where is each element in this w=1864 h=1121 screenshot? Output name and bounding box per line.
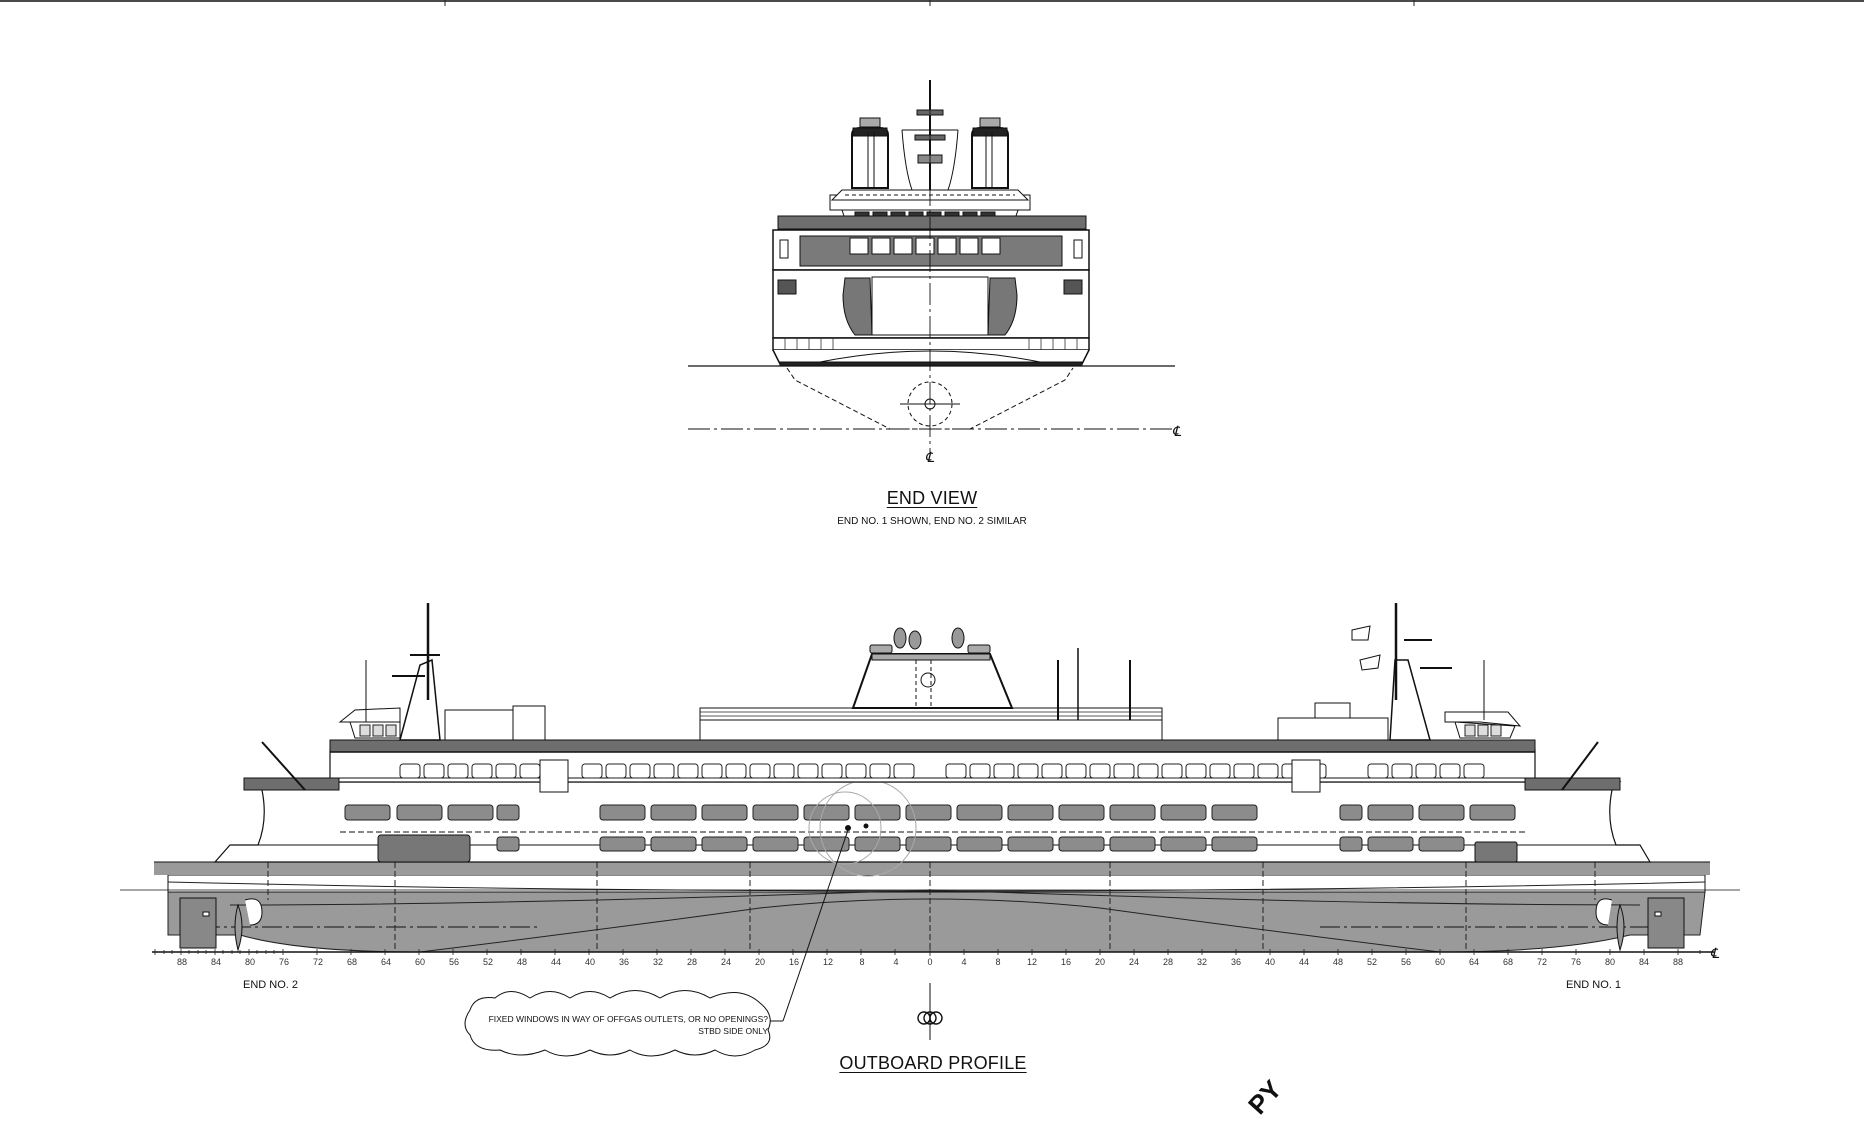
- exhaust-stack-left: [851, 117, 889, 189]
- frame-label: 20: [1094, 957, 1106, 967]
- frame-label: 80: [244, 957, 256, 967]
- end-view-centerline-symbol: ℄: [925, 450, 935, 466]
- frame-label: 76: [1570, 957, 1582, 967]
- frame-label: 60: [414, 957, 426, 967]
- frame-label: 4: [893, 957, 899, 967]
- rudder-propeller-end-2: [179, 897, 263, 952]
- outboard-profile-title: OUTBOARD PROFILE: [839, 1053, 1027, 1073]
- rudder-propeller-end-1: [1595, 897, 1685, 952]
- drawing-sheet: ℄ ℄: [0, 0, 1864, 1057]
- frame-label: 64: [1468, 957, 1480, 967]
- end-view-baseline-symbol: ℄: [1172, 424, 1182, 440]
- outboard-profile-drawing: [120, 603, 1740, 1057]
- frame-label: 88: [176, 957, 188, 967]
- frame-label: 36: [618, 957, 630, 967]
- frame-label: 88: [1672, 957, 1684, 967]
- frame-label: 44: [1298, 957, 1310, 967]
- frame-label: 68: [1502, 957, 1514, 967]
- frame-label: 12: [822, 957, 834, 967]
- frame-label: 72: [312, 957, 324, 967]
- end-view-subtitle: END NO. 1 SHOWN, END NO. 2 SIMILAR: [837, 516, 1027, 527]
- frame-label: 48: [1332, 957, 1344, 967]
- frame-label: 40: [584, 957, 596, 967]
- callout-text: FIXED WINDOWS IN WAY OF OFFGAS OUTLETS, …: [472, 1013, 768, 1037]
- frame-label: 80: [1604, 957, 1616, 967]
- frame-label: 52: [482, 957, 494, 967]
- frame-label: 40: [1264, 957, 1276, 967]
- frame-label: 36: [1230, 957, 1242, 967]
- wheelhouse-end-1: [1277, 603, 1522, 741]
- frame-label: 32: [1196, 957, 1208, 967]
- frame-label: 28: [1162, 957, 1174, 967]
- frame-label: 76: [278, 957, 290, 967]
- revision-cloud: [464, 990, 771, 1057]
- end-no-1-label: END NO. 1: [1566, 979, 1622, 991]
- end-no-2-label: END NO. 2: [243, 979, 299, 991]
- frame-label: 0: [927, 957, 933, 967]
- midship-symbol: [917, 1011, 943, 1025]
- window-row-passenger-deck: [399, 763, 1485, 779]
- frame-label: 16: [788, 957, 800, 967]
- frame-label: 8: [859, 957, 865, 967]
- funnel: [851, 653, 1014, 709]
- frame-label: 56: [1400, 957, 1412, 967]
- frame-label: 56: [448, 957, 460, 967]
- frame-label: 24: [1128, 957, 1140, 967]
- sheet-border: [0, 0, 1864, 6]
- hull-body: [167, 891, 1706, 953]
- window-row-car-deck: [496, 836, 1465, 852]
- frame-label: 64: [380, 957, 392, 967]
- frame-label: 84: [210, 957, 222, 967]
- end-view-title: END VIEW: [886, 488, 978, 508]
- window-row-tween-deck: [344, 804, 1516, 821]
- frame-label: 16: [1060, 957, 1072, 967]
- wheelhouse-end-2: [338, 603, 546, 741]
- frame-label: 4: [961, 957, 967, 967]
- frame-label: 12: [1026, 957, 1038, 967]
- frame-label: 72: [1536, 957, 1548, 967]
- frame-label: 20: [754, 957, 766, 967]
- exhaust-stack-right: [971, 117, 1009, 189]
- frame-label: 44: [550, 957, 562, 967]
- frame-label: 8: [995, 957, 1001, 967]
- frame-label: 52: [1366, 957, 1378, 967]
- profile-baseline-symbol: ℄: [1710, 946, 1720, 962]
- end-view-drawing: [688, 80, 1175, 455]
- frame-label: 28: [686, 957, 698, 967]
- callout-line-1: FIXED WINDOWS IN WAY OF OFFGAS OUTLETS, …: [488, 1014, 768, 1024]
- frame-label: 48: [516, 957, 528, 967]
- frame-label: 24: [720, 957, 732, 967]
- frame-label: 32: [652, 957, 664, 967]
- frame-label: 60: [1434, 957, 1446, 967]
- callout-line-2: STBD SIDE ONLY: [698, 1026, 768, 1036]
- frame-label: 68: [346, 957, 358, 967]
- frame-ticks: [154, 948, 1701, 956]
- frame-label: 84: [1638, 957, 1650, 967]
